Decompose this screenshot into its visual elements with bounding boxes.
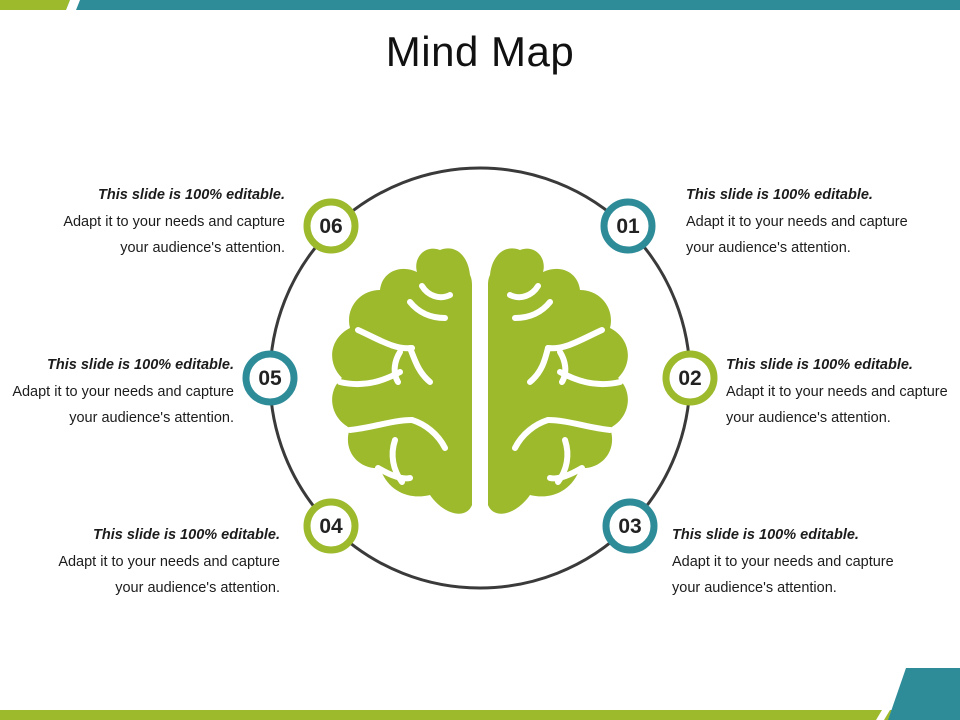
node-02: 02 <box>662 350 718 406</box>
slide-title: Mind Map <box>385 28 575 75</box>
label-06: This slide is 100% editable. Adapt it to… <box>63 182 285 262</box>
label-01-line1: Adapt it to your needs and capture <box>686 213 908 230</box>
label-06-line2: your audience's attention. <box>120 240 285 256</box>
label-06-heading: This slide is 100% editable. <box>98 187 285 203</box>
label-05-line1: Adapt it to your needs and capture <box>12 383 234 400</box>
label-02-heading: This slide is 100% editable. <box>726 357 913 373</box>
bottom-accent <box>0 668 960 720</box>
label-03: This slide is 100% editable. Adapt it to… <box>672 522 894 602</box>
label-05-line2: your audience's attention. <box>69 410 234 426</box>
svg-text:01: 01 <box>616 215 640 238</box>
node-01: 01 <box>600 198 656 254</box>
label-03-heading: This slide is 100% editable. <box>672 527 859 543</box>
top-accent-bar <box>0 0 960 10</box>
node-03: 03 <box>602 498 658 554</box>
label-02: This slide is 100% editable. Adapt it to… <box>726 352 948 432</box>
svg-text:06: 06 <box>319 215 342 238</box>
label-05-heading: This slide is 100% editable. <box>47 357 234 373</box>
label-02-line1: Adapt it to your needs and capture <box>726 383 948 400</box>
label-01-heading: This slide is 100% editable. <box>686 187 873 203</box>
label-06-line1: Adapt it to your needs and capture <box>63 213 285 230</box>
svg-text:03: 03 <box>618 515 641 538</box>
brain-icon <box>332 248 628 514</box>
label-03-line2: your audience's attention. <box>672 580 837 596</box>
node-05: 05 <box>242 350 298 406</box>
label-05: This slide is 100% editable. Adapt it to… <box>12 352 234 432</box>
label-03-line1: Adapt it to your needs and capture <box>672 553 894 570</box>
label-04: This slide is 100% editable. Adapt it to… <box>58 522 280 602</box>
node-04: 04 <box>303 498 359 554</box>
label-04-line1: Adapt it to your needs and capture <box>58 553 280 570</box>
label-04-heading: This slide is 100% editable. <box>93 527 280 543</box>
label-02-line2: your audience's attention. <box>726 410 891 426</box>
svg-text:04: 04 <box>319 515 343 538</box>
svg-text:02: 02 <box>678 367 701 390</box>
node-06: 06 <box>303 198 359 254</box>
label-04-line2: your audience's attention. <box>115 580 280 596</box>
label-01: This slide is 100% editable. Adapt it to… <box>686 182 908 262</box>
svg-text:05: 05 <box>258 367 282 390</box>
label-01-line2: your audience's attention. <box>686 240 851 256</box>
